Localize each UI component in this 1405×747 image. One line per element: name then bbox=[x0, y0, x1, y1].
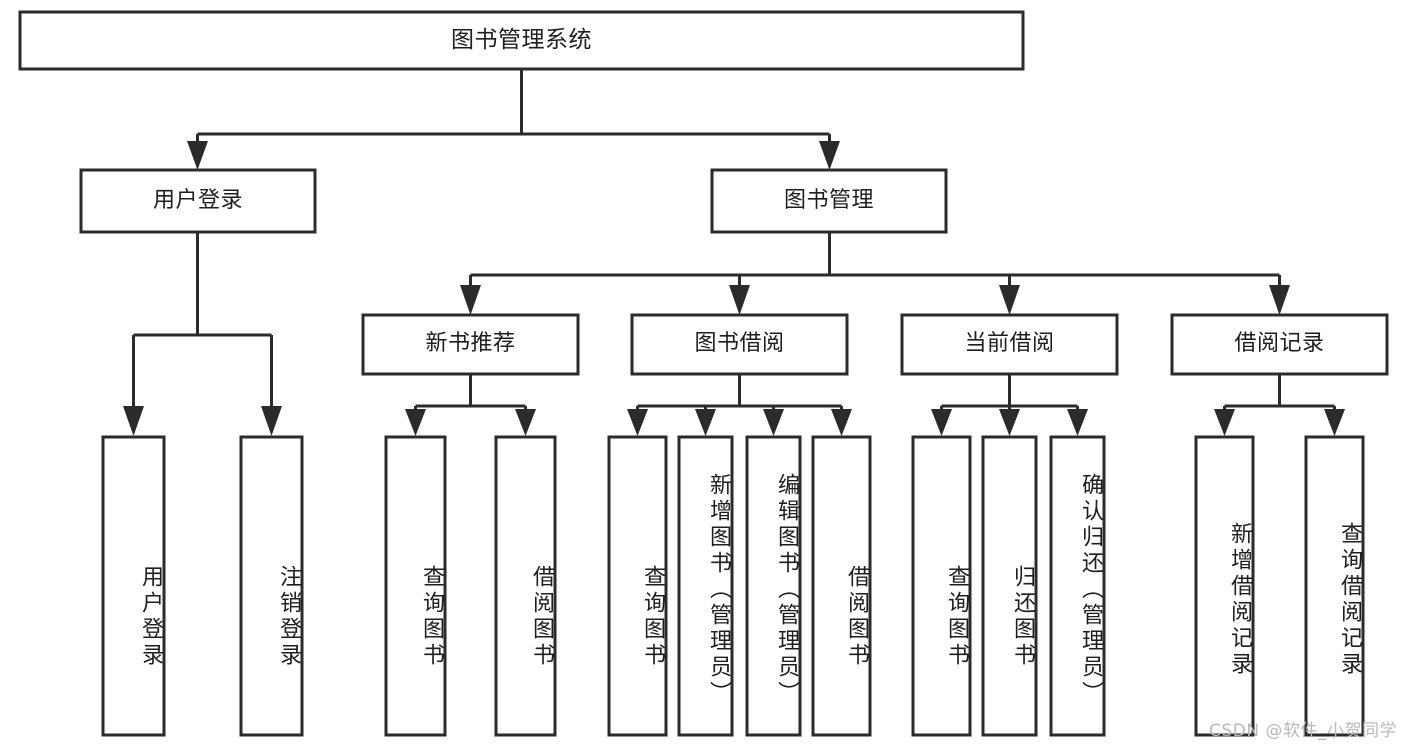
node-box-leaf-return-book[interactable] bbox=[981, 435, 1038, 737]
arrowhead-borrow-book-1 bbox=[515, 409, 536, 436]
node-box-leaf-add-record[interactable] bbox=[1194, 435, 1255, 737]
node-box-leaf-query-record[interactable] bbox=[1304, 435, 1365, 737]
node-box-leaf-edit-book[interactable] bbox=[745, 435, 802, 737]
connector-group-new-book-rec bbox=[405, 374, 536, 436]
arrowhead-confirm-return bbox=[1067, 409, 1088, 436]
arrowhead-query-book-2 bbox=[627, 409, 648, 436]
arrowhead-new-book-rec bbox=[460, 285, 481, 315]
connector-group-borrow-record bbox=[1214, 374, 1345, 436]
arrowhead-query-book-1 bbox=[405, 409, 426, 436]
arrowhead-user-login bbox=[187, 141, 208, 170]
arrowhead-borrow-record bbox=[1269, 285, 1290, 315]
node-box-current-borrow[interactable] bbox=[900, 313, 1119, 376]
node-box-new-book-rec[interactable] bbox=[361, 313, 580, 376]
connector-group-root bbox=[187, 70, 840, 170]
node-box-leaf-confirm-return[interactable] bbox=[1049, 435, 1106, 737]
arrowhead-current-borrow bbox=[999, 285, 1020, 315]
connector-group-book-borrow bbox=[627, 374, 852, 436]
node-box-leaf-borrow-book-2[interactable] bbox=[811, 435, 872, 737]
node-box-leaf-borrow-book-1[interactable] bbox=[494, 435, 557, 737]
node-box-borrow-record[interactable] bbox=[1170, 313, 1389, 376]
node-box-leaf-user-login[interactable] bbox=[101, 435, 166, 737]
arrowhead-leaf-logout bbox=[261, 406, 282, 436]
connector-group-current-borrow bbox=[931, 374, 1088, 436]
arrowhead-edit-book bbox=[763, 409, 784, 436]
arrowhead-borrow-book-2 bbox=[831, 409, 852, 436]
node-box-book-manage[interactable] bbox=[710, 168, 948, 234]
node-box-user-login[interactable] bbox=[79, 168, 317, 234]
node-box-root[interactable] bbox=[18, 10, 1025, 71]
arrowhead-book-manage bbox=[819, 141, 840, 170]
arrowhead-book-borrow bbox=[729, 285, 750, 315]
arrowhead-leaf-user-login bbox=[123, 406, 144, 436]
arrowhead-return-book bbox=[999, 409, 1020, 436]
connector-group-user-login bbox=[123, 232, 282, 436]
arrowhead-query-book-3 bbox=[931, 409, 952, 436]
watermark-text: CSDN @软件_小贺同学 bbox=[1209, 721, 1397, 741]
arrowhead-query-record bbox=[1324, 409, 1345, 436]
arrowhead-add-book bbox=[695, 409, 716, 436]
node-box-book-borrow[interactable] bbox=[630, 313, 849, 376]
node-box-leaf-query-book-2[interactable] bbox=[607, 435, 668, 737]
connector-group-book-manage bbox=[460, 232, 1290, 315]
node-box-leaf-query-book-1[interactable] bbox=[384, 435, 447, 737]
node-box-leaf-query-book-3[interactable] bbox=[911, 435, 972, 737]
arrowhead-add-record bbox=[1214, 409, 1235, 436]
node-box-leaf-logout[interactable] bbox=[239, 435, 304, 737]
node-box-leaf-add-book[interactable] bbox=[677, 435, 734, 737]
